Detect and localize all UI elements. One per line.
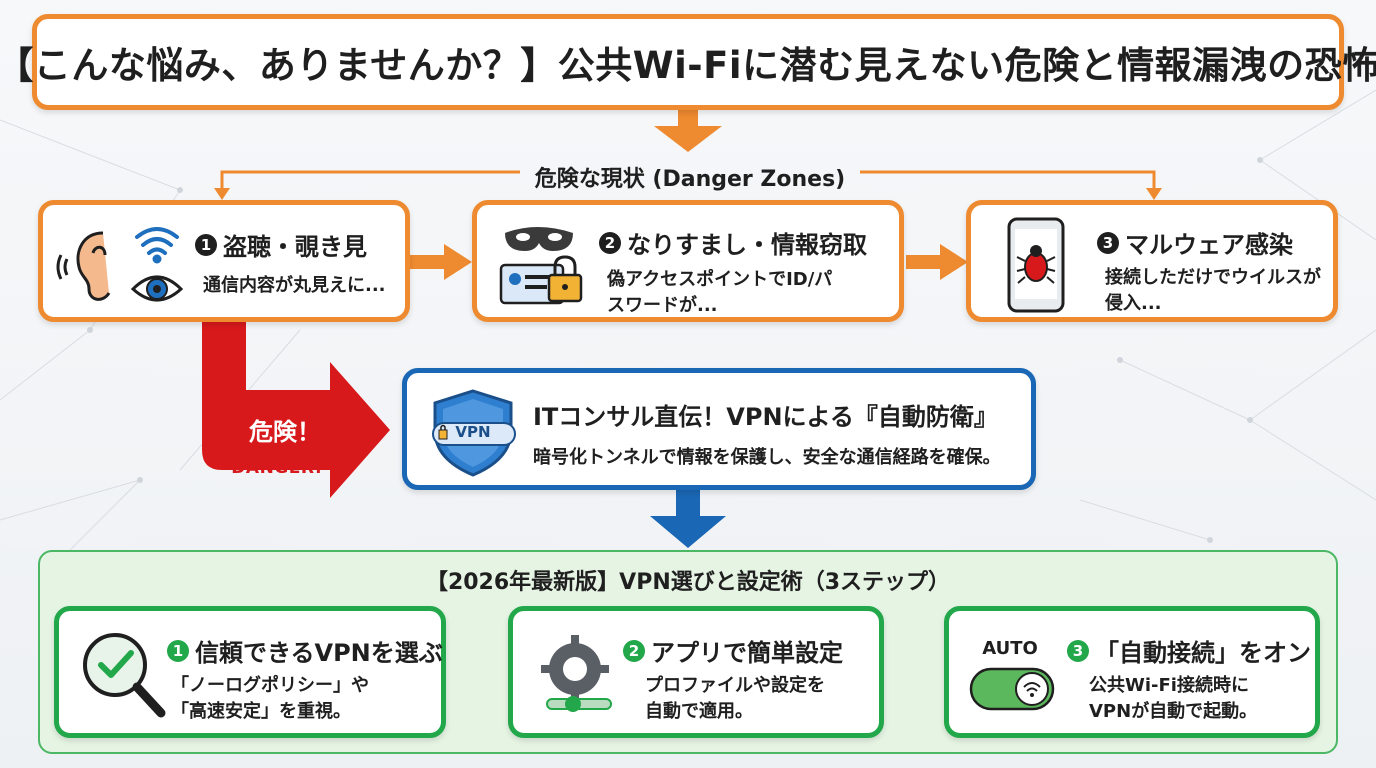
vpn-badge: VPN: [455, 423, 491, 441]
step-card-app-setup: 2 アプリで簡単設定 プロファイルや設定を 自動で適用。: [508, 606, 884, 738]
red-danger-arrow: [202, 322, 390, 498]
step-number: 2: [623, 639, 645, 662]
lock-icon: [547, 255, 583, 303]
danger-zone-bracket: [220, 170, 1156, 192]
solution-desc: 暗号化トンネルで情報を保護し、安全な通信経路を確保。: [533, 447, 1001, 468]
step-desc-line1: 公共Wi-Fi接続時に: [1089, 675, 1249, 696]
step-title-text: 信頼できるVPNを選ぶ: [195, 639, 443, 667]
danger-card-title: 1 盗聴・覗き見: [195, 227, 367, 262]
step-title-text: 「自動接続」をオン: [1095, 639, 1311, 667]
danger-label: 危険！: [249, 418, 321, 446]
danger-zone-label: 危険な現状 (Danger Zones): [534, 167, 846, 192]
id-card-icon: [499, 263, 565, 305]
eye-icon: [130, 275, 184, 302]
card-title-text: 盗聴・覗き見: [223, 233, 367, 261]
step-title: 1 信頼できるVPNを選ぶ: [167, 633, 443, 668]
step-card-choose-vpn: 1 信頼できるVPNを選ぶ 「ノーログポリシー」や 「高速安定」を重視。: [54, 606, 446, 738]
steps-title: 【2026年最新版】VPN選びと設定術（3ステップ）: [425, 570, 951, 595]
danger-card-title: 2 なりすまし・情報窃取: [599, 225, 867, 260]
solution-title: ITコンサル直伝！VPNによる『自動防衛』: [533, 403, 998, 431]
step-title: 3 「自動接続」をオン: [1067, 633, 1311, 668]
vpn-solution-box: VPN ITコンサル直伝！VPNによる『自動防衛』 暗号化トンネルで情報を保護し…: [402, 368, 1036, 490]
gear-icon: [541, 635, 612, 712]
auto-label: AUTO: [982, 638, 1038, 659]
blue-down-arrow: [650, 490, 726, 548]
step-desc-line2: 「高速安定」を重視。: [171, 701, 351, 722]
mask-icon: [505, 227, 573, 251]
step-desc-line1: プロファイルや設定を: [645, 675, 825, 696]
orange-right-arrow-2: [906, 244, 968, 280]
page-title: 【こんな悩み、ありませんか？】公共Wi-Fiに潜む見えない危険と情報漏洩の恐怖: [0, 44, 1376, 87]
magnifier-check-icon: [83, 633, 166, 718]
step-number: 3: [1067, 639, 1089, 662]
danger-sublabel: DANGER!: [231, 458, 323, 478]
step-number: 2: [599, 231, 621, 254]
toggle-wifi-icon: [969, 667, 1055, 711]
orange-down-arrow: [654, 110, 722, 152]
step-title-text: アプリで簡単設定: [651, 639, 843, 667]
eavesdrop-icons: [56, 227, 184, 302]
danger-card-desc: 接続しただけでウイルスが侵入...: [1105, 267, 1321, 314]
orange-right-arrow-1: [410, 244, 472, 280]
step-desc-line2: 自動で適用。: [645, 701, 753, 722]
danger-card-malware: 3 マルウェア感染 接続しただけでウイルスが侵入...: [966, 200, 1338, 322]
danger-card-desc: 通信内容が丸見えに...: [203, 275, 386, 296]
step-desc-line1: 「ノーログポリシー」や: [171, 675, 369, 696]
ear-icon: [56, 231, 111, 301]
spoofing-icons: [499, 227, 583, 305]
step-number: 3: [1097, 231, 1119, 254]
card-title-text: なりすまし・情報窃取: [627, 231, 867, 259]
wifi-icon: [135, 227, 179, 264]
shield-icon: [432, 389, 516, 477]
card-title-text: マルウェア感染: [1125, 231, 1293, 259]
step-desc-line2: VPNが自動で起動。: [1089, 701, 1258, 722]
danger-card-eavesdrop: 1 盗聴・覗き見 通信内容が丸見えに...: [38, 200, 410, 322]
title-box: 【こんな悩み、ありませんか？】公共Wi-Fiに潜む見えない危険と情報漏洩の恐怖: [0, 14, 1376, 110]
bug-icon: [1016, 245, 1056, 284]
step-number: 1: [167, 639, 189, 662]
step-card-auto-connect: 3 「自動接続」をオン 公共Wi-Fi接続時に VPNが自動で起動。: [944, 606, 1320, 738]
step-number: 1: [195, 233, 217, 256]
step-title: 2 アプリで簡単設定: [623, 633, 843, 668]
danger-card-desc: 偽アクセスポイントでID/パスワードが...: [607, 269, 833, 316]
danger-card-spoofing: 2 なりすまし・情報窃取 偽アクセスポイントでID/パスワードが...: [472, 200, 904, 322]
danger-card-title: 3 マルウェア感染: [1097, 225, 1293, 260]
malware-icons: [1007, 217, 1065, 313]
